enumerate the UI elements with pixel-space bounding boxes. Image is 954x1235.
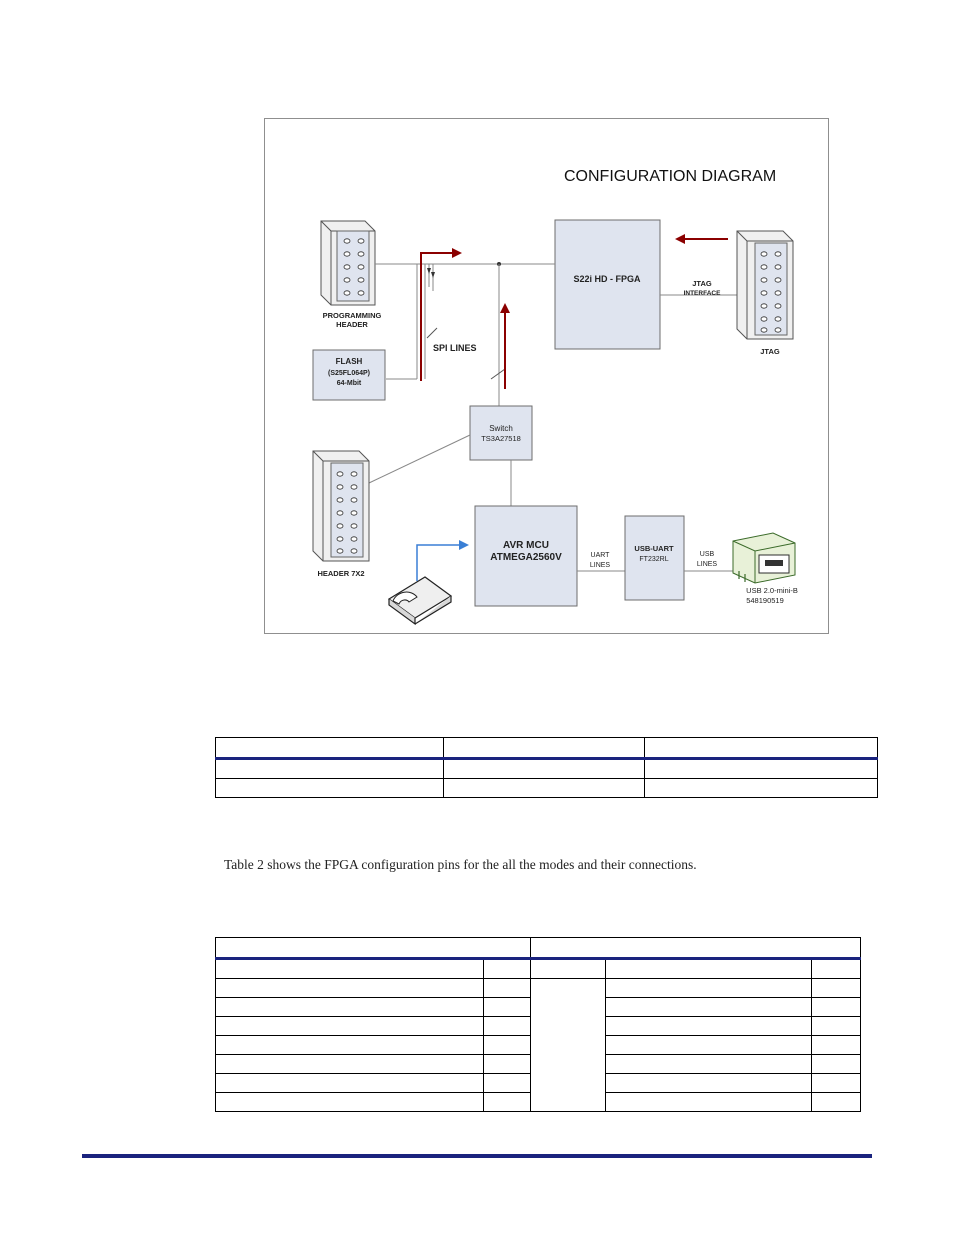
table-cell	[483, 1092, 531, 1112]
table-row	[215, 1092, 861, 1112]
usb-mini-b-connector	[732, 532, 796, 584]
table-cell	[811, 958, 861, 979]
table-cell	[605, 1092, 812, 1112]
table-row	[215, 758, 878, 779]
flash-label-3: 64-Mbit	[337, 380, 362, 387]
table-row	[215, 1035, 861, 1055]
table-cell	[215, 758, 444, 779]
table-cell	[644, 737, 878, 760]
usb-lines-label-2: LINES	[697, 561, 718, 568]
table-cell	[215, 1035, 484, 1055]
table-row	[215, 958, 861, 979]
uart-lines-label-1: UART	[591, 552, 611, 559]
table-cell	[811, 1092, 861, 1112]
table-cell	[605, 1054, 812, 1074]
table-cell	[443, 758, 645, 779]
mcu-block	[474, 505, 578, 607]
table-cell	[483, 1035, 531, 1055]
table-cell	[215, 778, 444, 798]
table-header-row	[215, 937, 861, 960]
table-cell	[811, 978, 861, 998]
programming-header-label-1: PROGRAMMING	[323, 311, 382, 320]
switch-label-2: TS3A27518	[481, 434, 521, 443]
table-2-intro-text: Table 2 shows the FPGA configuration pin…	[224, 857, 697, 872]
sd-card-icon	[387, 576, 453, 626]
table-cell	[483, 1016, 531, 1036]
table-cell	[215, 1092, 484, 1112]
table-cell	[215, 1054, 484, 1074]
mcu-label-1: AVR MCU	[503, 540, 549, 551]
diagram-canvas: CONFIGURATION DIAGRAM PROGRAMMING HEADER…	[312, 168, 798, 626]
header-7x2-connector	[312, 450, 370, 562]
table-header-row	[215, 737, 878, 760]
jtag-interface-label-2: INTERFACE	[684, 290, 722, 297]
programming-header-label-2: HEADER	[336, 320, 368, 329]
table-cell	[644, 758, 878, 779]
jtag-interface-label-1: JTAG	[692, 279, 712, 288]
spi-config-arrow	[420, 248, 462, 381]
table-cell	[483, 978, 531, 998]
table-cell	[811, 1073, 861, 1093]
usb-lines-label-1: USB	[700, 551, 715, 558]
usb-uart-label-2: FT232RL	[639, 556, 668, 563]
switch-label-1: Switch	[489, 424, 513, 433]
diagram-title: CONFIGURATION DIAGRAM	[564, 168, 776, 185]
usb-uart-block	[624, 515, 685, 601]
table-cell	[483, 1073, 531, 1093]
table-cell	[443, 778, 645, 798]
usb-uart-label-1: USB-UART	[634, 544, 674, 553]
mcu-label-2: ATMEGA2560V	[490, 552, 562, 563]
table-merged-cell	[530, 978, 606, 1112]
table-cell	[605, 958, 812, 979]
configuration-diagram-figure: CONFIGURATION DIAGRAM PROGRAMMING HEADER…	[264, 118, 829, 634]
table-cell	[215, 1016, 484, 1036]
flash-label-2: (S25FL064P)	[328, 370, 370, 377]
table-cell	[215, 937, 531, 960]
uart-lines-label-2: LINES	[590, 562, 611, 569]
flash-label-1: FLASH	[336, 357, 363, 366]
usb-connector-label-2: 548190519	[746, 596, 784, 605]
table-cell	[530, 958, 606, 979]
table-cell	[215, 978, 484, 998]
table-cell	[215, 997, 484, 1017]
table-cell	[530, 937, 861, 960]
header-to-switch-line	[368, 434, 471, 484]
table-cell	[605, 997, 812, 1017]
table-cell	[811, 997, 861, 1017]
usb-connector-label-1: USB 2.0-mini-B	[746, 586, 798, 595]
header-7x2-label: HEADER 7X2	[317, 569, 364, 578]
table-1	[215, 737, 878, 798]
jtag-label: JTAG	[760, 347, 780, 356]
table-cell	[483, 1054, 531, 1074]
table-cell	[605, 978, 812, 998]
table-cell	[811, 1035, 861, 1055]
table-cell	[215, 958, 484, 979]
table-cell	[811, 1054, 861, 1074]
spi-lines-label: SPI LINES	[433, 343, 477, 353]
fpga-label: S22i HD - FPGA	[573, 274, 641, 284]
flash-block	[312, 349, 386, 401]
sd-card-arrow	[416, 540, 469, 581]
table-row	[215, 978, 861, 1112]
table-row	[215, 778, 878, 798]
table-row	[215, 1016, 861, 1036]
table-cell	[443, 737, 645, 760]
programming-header-connector	[320, 220, 376, 306]
table-cell	[605, 1016, 812, 1036]
switch-block	[469, 405, 533, 461]
table-cell	[483, 997, 531, 1017]
table-cell	[215, 1073, 484, 1093]
jtag-connector	[736, 230, 794, 340]
table-cell	[483, 958, 531, 979]
footer-rule	[82, 1154, 872, 1158]
table-cell	[605, 1035, 812, 1055]
table-cell	[644, 778, 878, 798]
table-cell	[605, 1073, 812, 1093]
table-cell	[811, 1016, 861, 1036]
table-row	[215, 1054, 861, 1074]
table-2	[215, 937, 861, 1112]
table-cell	[215, 737, 444, 760]
fpga-block	[554, 219, 661, 350]
